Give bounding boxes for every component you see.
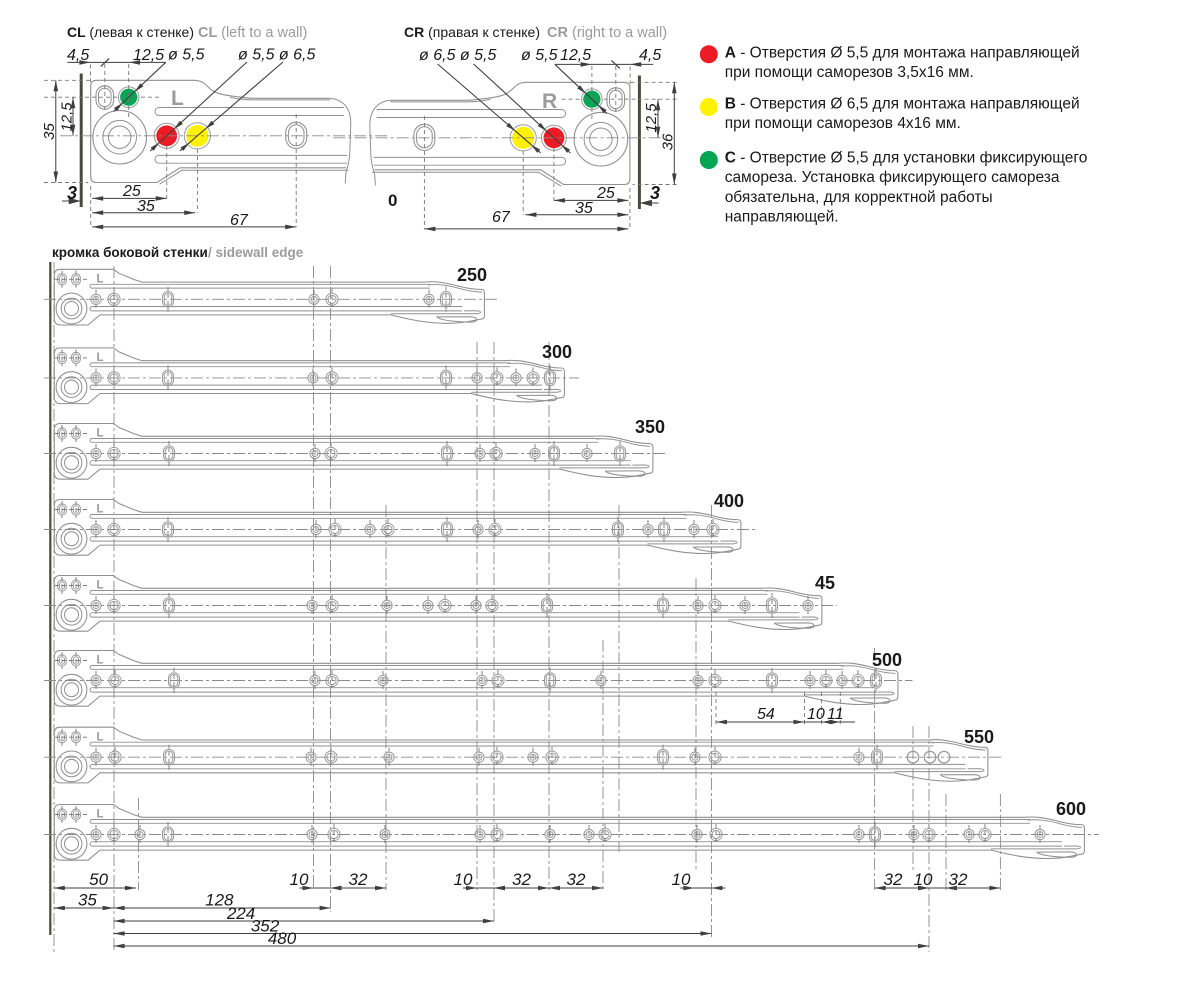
svg-text:L: L xyxy=(97,428,104,440)
svg-text:400: 400 xyxy=(714,491,744,511)
svg-text:10: 10 xyxy=(672,870,691,889)
svg-text:R: R xyxy=(542,90,557,113)
svg-text:L: L xyxy=(97,352,104,364)
svg-text:направляющей.: направляющей. xyxy=(725,209,839,226)
svg-text:35: 35 xyxy=(41,123,58,140)
svg-text:25: 25 xyxy=(596,185,615,202)
svg-text:0: 0 xyxy=(388,191,397,210)
svg-text:250: 250 xyxy=(457,265,487,285)
svg-text:224: 224 xyxy=(226,904,255,923)
svg-text:12,5: 12,5 xyxy=(560,47,591,64)
svg-text:67: 67 xyxy=(230,212,249,229)
svg-text:при помощи саморезов 4х16 мм.: при помощи саморезов 4х16 мм. xyxy=(725,115,961,132)
svg-text:25: 25 xyxy=(122,183,141,200)
svg-text:11: 11 xyxy=(827,706,844,723)
svg-text:300: 300 xyxy=(542,342,572,362)
svg-text:L: L xyxy=(171,87,184,110)
svg-text:128: 128 xyxy=(205,891,234,910)
svg-text:ø 5,5: ø 5,5 xyxy=(521,47,558,64)
svg-text:32: 32 xyxy=(949,870,968,889)
svg-text:36: 36 xyxy=(660,133,677,150)
svg-text:35: 35 xyxy=(137,198,155,215)
svg-text:CR (right to a wall): CR (right to a wall) xyxy=(547,25,667,41)
svg-text:10: 10 xyxy=(807,706,825,723)
svg-text:67: 67 xyxy=(492,209,511,226)
svg-text:L: L xyxy=(97,504,104,516)
svg-text:4,5: 4,5 xyxy=(639,47,661,64)
svg-text:L: L xyxy=(97,274,104,286)
svg-text:кромка боковой стенки: кромка боковой стенки xyxy=(52,245,208,260)
svg-text:35: 35 xyxy=(575,200,593,217)
svg-text:10: 10 xyxy=(454,870,473,889)
svg-text:45: 45 xyxy=(815,573,835,593)
svg-text:/ sidewall edge: / sidewall edge xyxy=(208,245,304,260)
svg-text:CR (правая к стенке): CR (правая к стенке) xyxy=(404,24,540,40)
svg-text:32: 32 xyxy=(567,870,586,889)
svg-text:ø 5,5: ø 5,5 xyxy=(168,47,205,64)
svg-text:обязательна, для корректной ра: обязательна, для корректной работы xyxy=(725,189,993,206)
svg-text:при помощи саморезов 3,5х16 мм: при помощи саморезов 3,5х16 мм. xyxy=(725,64,974,81)
svg-text:L: L xyxy=(97,731,104,743)
svg-text:35: 35 xyxy=(78,891,97,910)
svg-text:C - Отверстие Ø 5,5 для устано: C - Отверстие Ø 5,5 для установки фиксир… xyxy=(725,150,1088,167)
svg-text:12,5: 12,5 xyxy=(643,103,660,133)
svg-text:L: L xyxy=(97,809,104,821)
svg-text:480: 480 xyxy=(268,929,297,948)
svg-text:ø 6,5 ø 5,5: ø 6,5 ø 5,5 xyxy=(419,47,496,64)
svg-text:3: 3 xyxy=(650,183,660,203)
svg-text:CL (left to a wall): CL (left to a wall) xyxy=(198,25,307,41)
svg-text:350: 350 xyxy=(635,417,665,437)
svg-text:32: 32 xyxy=(512,870,531,889)
svg-text:B - Отверстия Ø 6,5 для монтаж: B - Отверстия Ø 6,5 для монтажа направля… xyxy=(725,96,1080,113)
svg-text:352: 352 xyxy=(251,917,280,936)
svg-text:L: L xyxy=(97,580,104,592)
svg-text:самореза. Установка фиксирующе: самореза. Установка фиксирующего саморез… xyxy=(725,169,1060,186)
svg-text:50: 50 xyxy=(89,870,108,889)
svg-text:12,5: 12,5 xyxy=(133,47,164,64)
svg-text:ø 5,5 ø 6,5: ø 5,5 ø 6,5 xyxy=(238,47,315,64)
svg-text:A - Отверстия Ø 5,5 для монтаж: A - Отверстия Ø 5,5 для монтажа направля… xyxy=(725,45,1080,62)
svg-text:3: 3 xyxy=(67,183,77,203)
svg-text:550: 550 xyxy=(964,727,994,747)
svg-text:12,5: 12,5 xyxy=(59,102,76,132)
svg-text:CL (левая к стенке): CL (левая к стенке) xyxy=(67,24,194,40)
svg-text:L: L xyxy=(97,655,104,667)
svg-text:32: 32 xyxy=(884,870,903,889)
svg-text:32: 32 xyxy=(349,870,368,889)
svg-text:500: 500 xyxy=(872,650,902,670)
svg-text:4,5: 4,5 xyxy=(67,47,89,64)
svg-text:600: 600 xyxy=(1056,799,1086,819)
svg-text:10: 10 xyxy=(914,870,933,889)
svg-text:10: 10 xyxy=(290,870,309,889)
svg-text:54: 54 xyxy=(757,706,775,723)
